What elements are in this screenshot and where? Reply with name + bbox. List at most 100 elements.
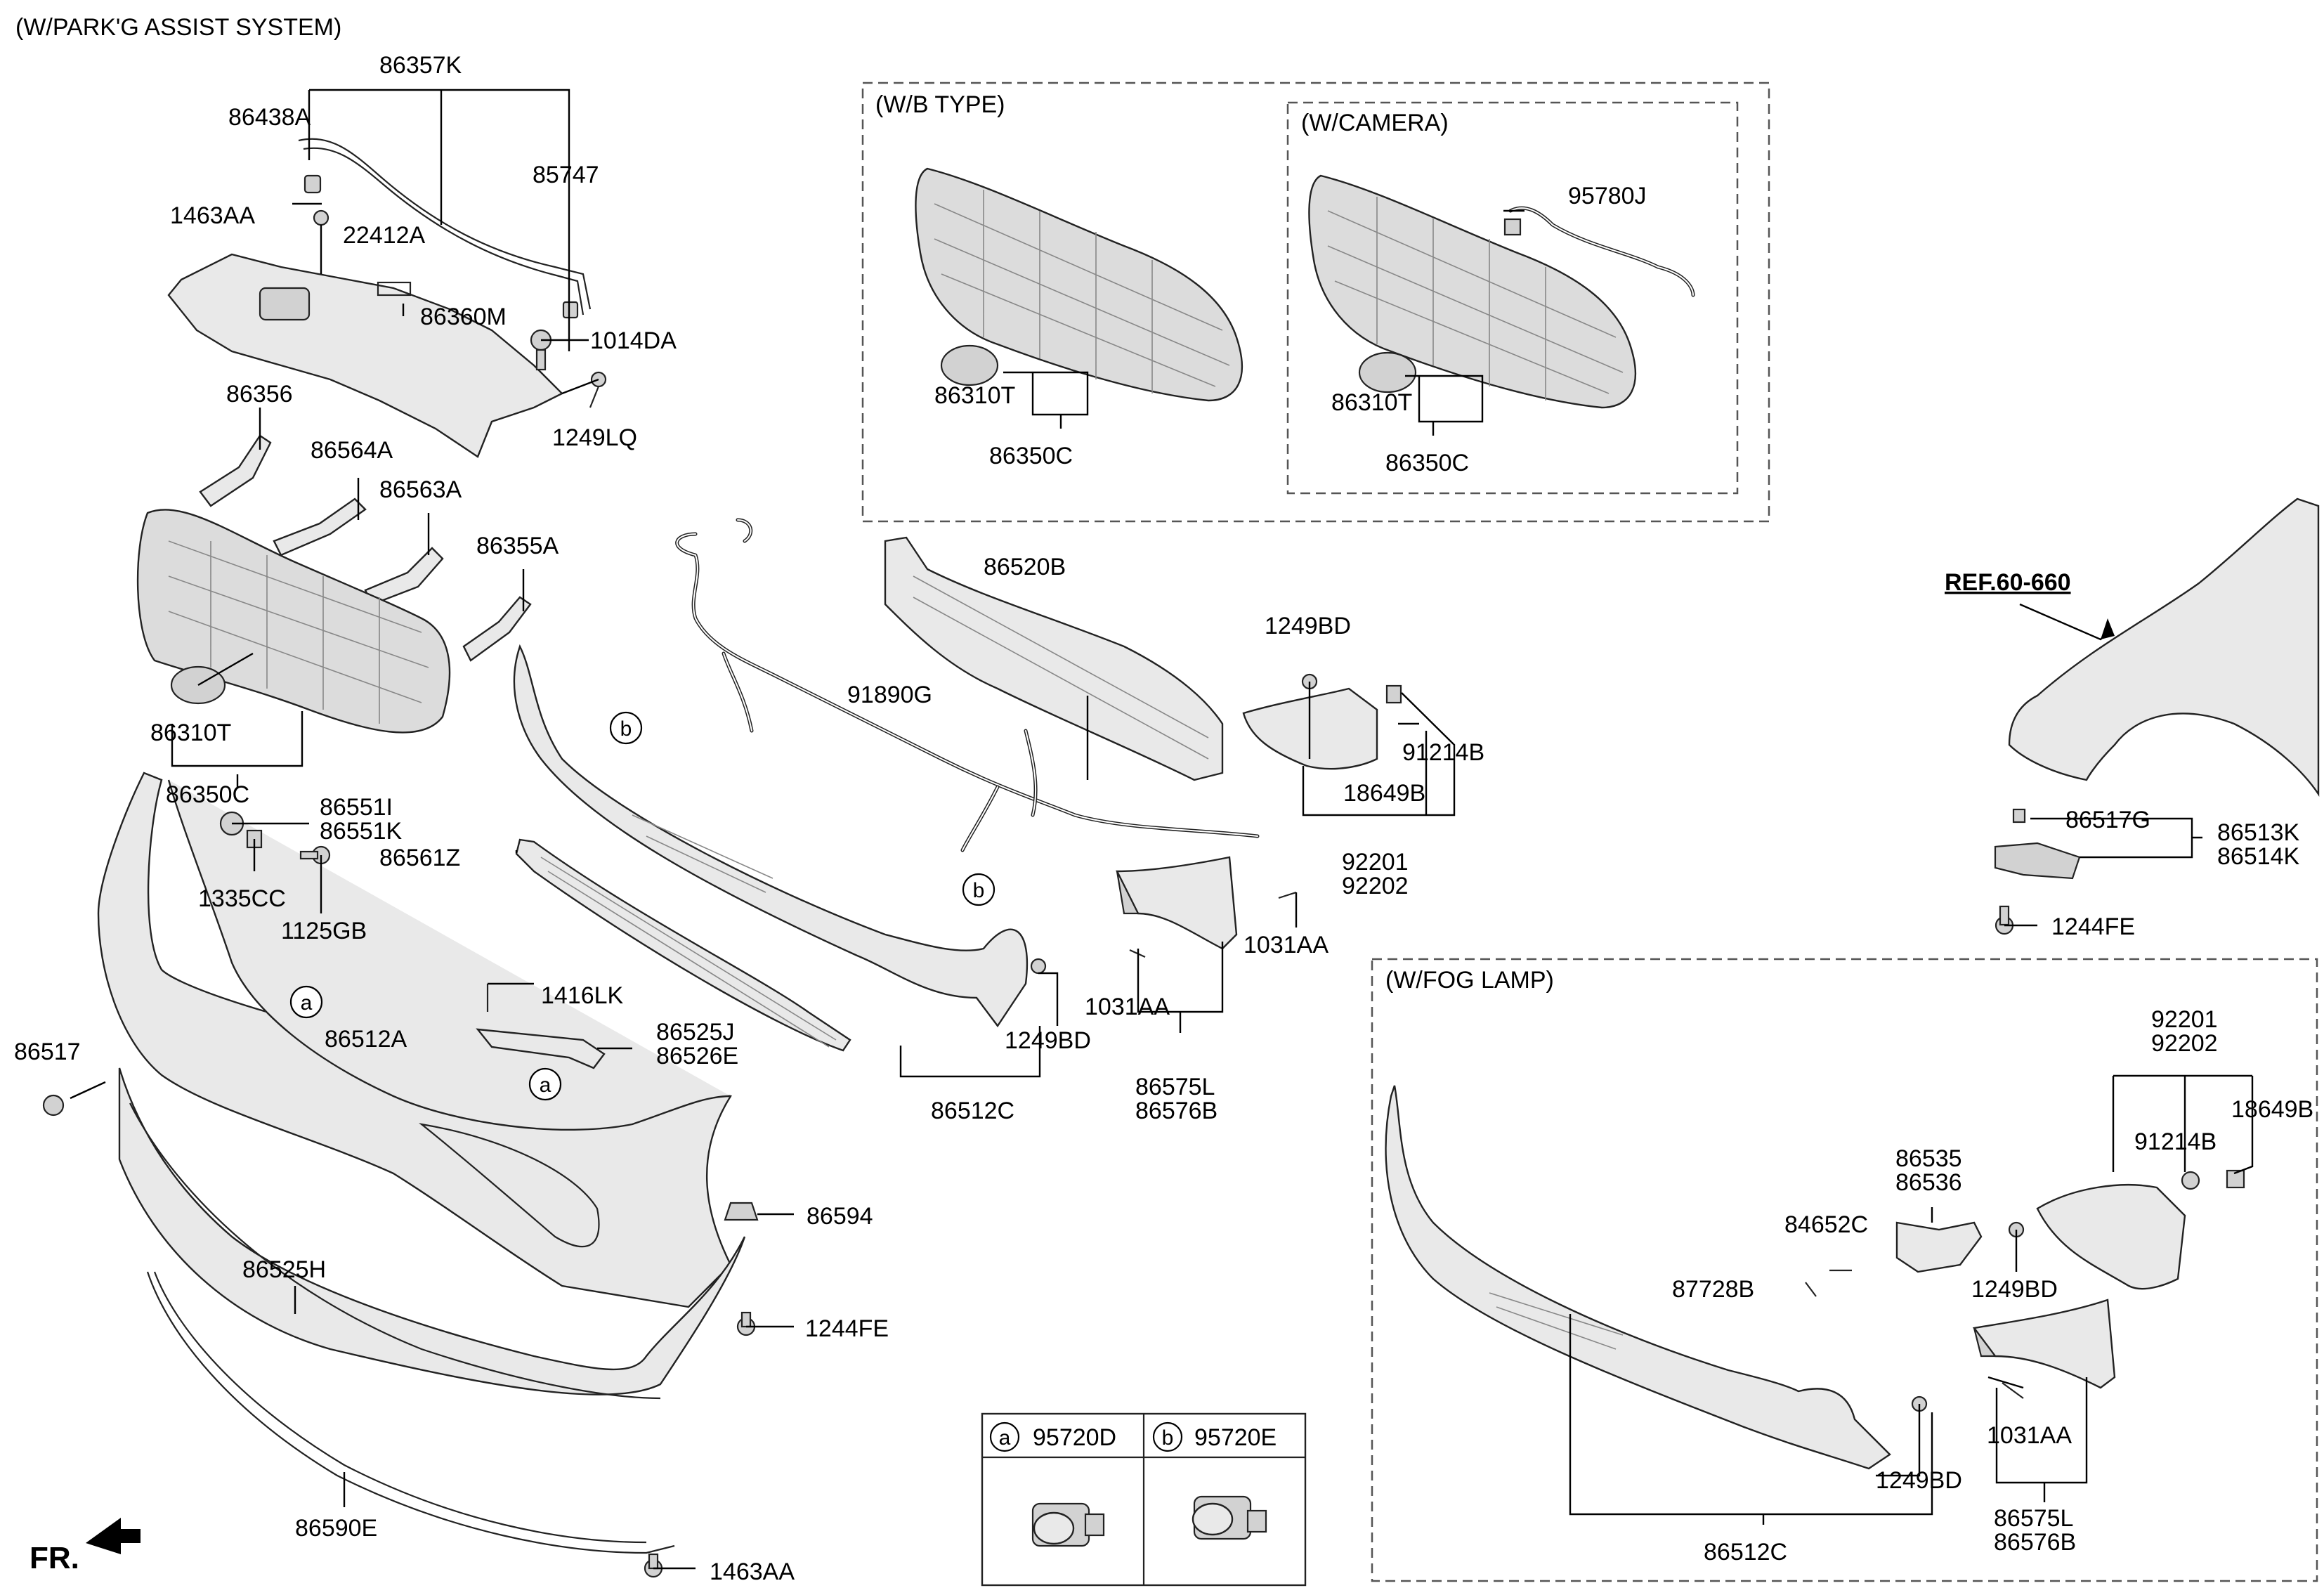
ref-arrow-icon [2101, 618, 2115, 639]
front-fender [2008, 497, 2320, 797]
bracket-86535 [1895, 1221, 1983, 1273]
front-direction-label: FR. [30, 1541, 79, 1575]
label-86525h: 86525H [242, 1256, 326, 1283]
bracket-86356 [199, 434, 272, 507]
marker-b-1: b [609, 711, 643, 745]
fog-lamp-title: (W/FOG LAMP) [1385, 967, 1554, 994]
wiring-harness-91890g [675, 518, 1260, 852]
marker-b-2: b [962, 873, 995, 906]
label-86517g: 86517G [2065, 807, 2150, 833]
sensor-95720d-icon [1031, 1502, 1105, 1547]
lower-garnish-86590e [146, 1271, 675, 1554]
bolt-1249bd-mid [1030, 958, 1047, 975]
label-86350c-b-type: 86350C [989, 443, 1073, 469]
label-86526e: 86526E [656, 1043, 738, 1069]
label-86512a: 86512A [325, 1026, 407, 1053]
label-86536: 86536 [1895, 1169, 1962, 1196]
label-86576b-main: 86576B [1135, 1098, 1218, 1124]
grille-86350c-main [136, 509, 451, 734]
label-1244fe-mid: 1244FE [805, 1315, 889, 1342]
label-86310t-b-type: 86310T [934, 382, 1015, 409]
label-86535: 86535 [1895, 1145, 1962, 1172]
leader-lines [70, 89, 2254, 1570]
label-1244fe-right: 1244FE [2051, 913, 2135, 940]
label-86575l-fog: 86575L [1994, 1505, 2073, 1532]
label-1249bd-fog-bottom: 1249BD [1876, 1467, 1962, 1494]
label-87728b: 87728B [1672, 1276, 1754, 1303]
label-86520b: 86520B [984, 554, 1066, 580]
label-1463aa-bottom: 1463AA [710, 1558, 795, 1585]
bumper-beam-86512c-main [513, 644, 1029, 1028]
sensor-95720e-icon [1192, 1495, 1267, 1540]
label-86512c-fog: 86512C [1704, 1539, 1787, 1566]
label-22412a-sticker [377, 281, 412, 297]
label-91214b-fog: 91214B [2134, 1128, 2217, 1155]
lower-grille-86561z [515, 838, 851, 1052]
label-1031aa-fog: 1031AA [1987, 1422, 2072, 1449]
sensor-legend-table: a 95720D b 95720E [981, 1412, 1307, 1587]
bulb-91214b-fog [2181, 1171, 2200, 1190]
bolt-1244fe-mid [736, 1311, 756, 1336]
marker-a-1: a [289, 985, 323, 1019]
camera-harness-95780j [1503, 206, 1695, 297]
label-86551k: 86551K [320, 818, 403, 845]
label-86350c-camera: 86350C [1385, 450, 1469, 476]
label-1125gb: 1125GB [281, 918, 367, 944]
camera-section-box [1286, 101, 1739, 495]
label-86563a: 86563A [379, 476, 462, 503]
front-arrow-icon [86, 1518, 141, 1554]
nut-86517g [2012, 808, 2026, 824]
parking-assist-title: (W/PARK'G ASSIST SYSTEM) [15, 14, 341, 41]
label-1031aa-left: 1031AA [1085, 994, 1170, 1020]
emblem-86310t-camera [1358, 351, 1417, 393]
label-86350c-main: 86350C [166, 781, 249, 808]
svg-text:b: b [1162, 1426, 1174, 1450]
label-1335cc: 1335CC [198, 885, 286, 912]
label-86564a: 86564A [311, 437, 393, 464]
bolt-1244fe-right [1995, 905, 2014, 935]
pin-87728b [1805, 1282, 1817, 1297]
svg-text:a: a [999, 1426, 1011, 1450]
label-91890g: 91890G [847, 682, 932, 708]
label-1249bd-fog-top: 1249BD [1971, 1276, 2058, 1303]
plug-86517 [42, 1094, 65, 1117]
label-86525j: 86525J [656, 1019, 735, 1046]
grille-86350c-camera [1308, 174, 1637, 409]
label-92202-top: 92202 [1342, 873, 1409, 899]
label-85747: 85747 [533, 162, 599, 188]
svg-text:a: a [301, 991, 313, 1015]
b-type-section-box [861, 82, 1770, 523]
label-86357k: 86357K [379, 52, 462, 79]
label-86513k: 86513K [2217, 819, 2300, 846]
emblem-86310t-b-type [940, 344, 999, 386]
label-1014da: 1014DA [590, 327, 677, 354]
label-86575l-main: 86575L [1135, 1074, 1215, 1100]
label-86360m: 86360M [420, 304, 507, 330]
fog-lamp-section-box [1371, 958, 2318, 1582]
label-86576b-fog: 86576B [1994, 1529, 2076, 1556]
legend-b-part: 95720E [1194, 1424, 1277, 1451]
label-1416lk: 1416LK [541, 982, 624, 1009]
label-18649b-fog: 18649B [2231, 1096, 2313, 1123]
svg-text:b: b [973, 879, 985, 902]
label-1249bd-top: 1249BD [1265, 613, 1351, 639]
screw-1249lq [589, 371, 607, 408]
label-86590e: 86590E [295, 1515, 377, 1542]
bracket-86355a [462, 596, 532, 662]
legend-a-part: 95720D [1033, 1424, 1116, 1451]
label-22412a: 22412A [343, 222, 426, 249]
label-86594: 86594 [807, 1203, 873, 1230]
radiator-shroud-seal [298, 138, 592, 315]
label-84652c: 84652C [1784, 1211, 1868, 1238]
label-92201-fog: 92201 [2151, 1006, 2218, 1033]
label-86310t-main: 86310T [150, 720, 231, 746]
pin-1031aa-right [1278, 891, 1297, 899]
pin-1031aa-fog [2002, 1382, 2024, 1399]
air-duct-86575l-main [1116, 856, 1238, 950]
label-1249bd-mid: 1249BD [1005, 1027, 1091, 1054]
fog-lamp-fog [2036, 1169, 2245, 1290]
ref-label: REF.60-660 [1945, 569, 2071, 596]
label-86356: 86356 [226, 381, 293, 408]
bolt-1014da [530, 329, 552, 371]
